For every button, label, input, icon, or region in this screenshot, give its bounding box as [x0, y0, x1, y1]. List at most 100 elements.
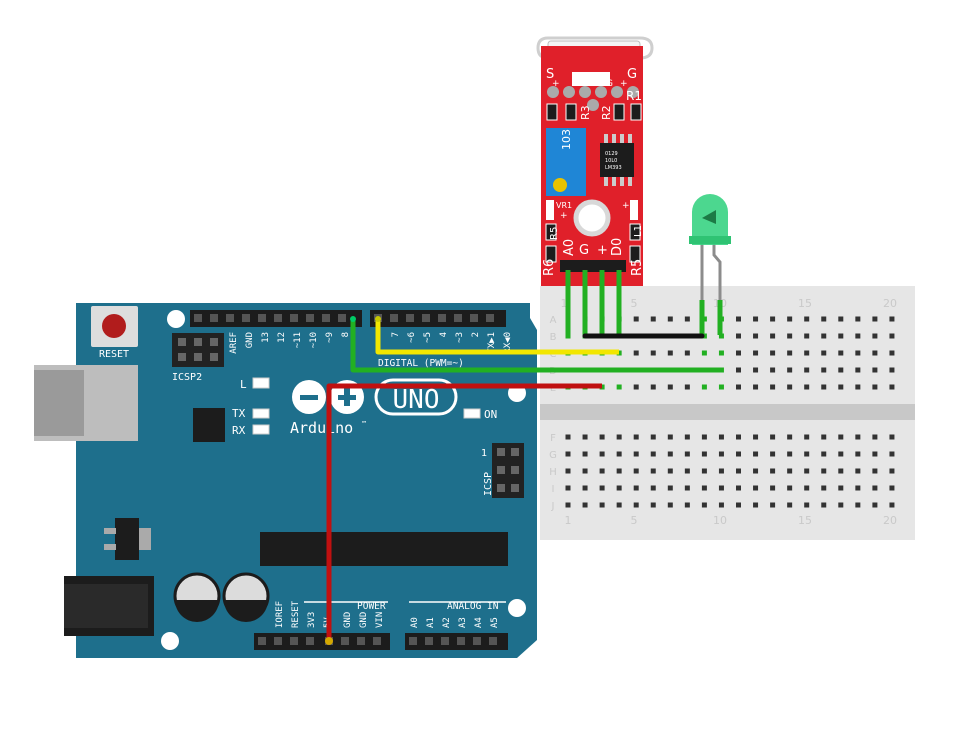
digital-pin-label: ~11 [293, 332, 303, 348]
power-pin-label: RESET [291, 600, 301, 628]
pin-socket [338, 314, 346, 322]
digital-pin-label: GND [245, 332, 255, 348]
breadboard-hole [684, 451, 690, 457]
breadboard-hole [650, 316, 656, 322]
breadboard-hole [718, 485, 724, 491]
breadboard-hole [582, 451, 588, 457]
breadboard-hole [684, 502, 690, 508]
chip-text: 0129 [605, 151, 618, 157]
breadboard-hole [633, 384, 639, 390]
solder-pad [579, 86, 591, 98]
digital-pin-label: ~5 [423, 332, 433, 343]
solder-pad [563, 86, 575, 98]
mounting-hole [573, 199, 611, 237]
smd-resistor [565, 103, 577, 121]
breadboard-hole [753, 502, 759, 508]
smd-resistor [629, 245, 641, 263]
pin-socket [274, 314, 282, 322]
rx-led [252, 424, 270, 435]
breadboard-hole [701, 350, 707, 356]
breadboard-hole [838, 367, 844, 373]
digital-pin-label: 8 [341, 332, 351, 337]
digital-pin-label: AREF [229, 332, 239, 354]
breadboard-hole [770, 316, 776, 322]
smd-resistor [546, 103, 558, 121]
breadboard-hole [838, 384, 844, 390]
d0-label: D0 [610, 238, 625, 256]
led-leg-anode [712, 244, 722, 320]
breadboard-hole [804, 451, 810, 457]
potentiometer: 103 [546, 128, 586, 196]
sensor-s-top-label: S [546, 67, 554, 82]
breadboard-hole [582, 468, 588, 474]
bb-col-number: 20 [883, 297, 897, 310]
breadboard-hole [667, 384, 673, 390]
analog-pin-label: A4 [474, 617, 484, 628]
breadboard-hole [701, 502, 707, 508]
pin-socket [341, 637, 349, 645]
icsp2-header [172, 333, 224, 367]
pin-socket [470, 314, 478, 322]
digital-pin-label: 13 [261, 332, 271, 343]
breadboard-bottom-numbers: 1 5 10 15 20 [565, 514, 898, 527]
reset-button[interactable] [91, 306, 138, 347]
breadboard-hole [616, 350, 622, 356]
bb-col-number: 15 [798, 514, 812, 527]
breadboard-hole [787, 485, 793, 491]
sensor-g-top-label: G [627, 67, 637, 82]
breadboard-hole [821, 434, 827, 440]
board-pcb [76, 303, 537, 658]
solder-pad [611, 86, 623, 98]
breadboard-hole [650, 350, 656, 356]
breadboard-hole [770, 384, 776, 390]
breadboard-hole [718, 451, 724, 457]
breadboard-hole [770, 333, 776, 339]
analog-pin-label: A1 [426, 617, 436, 628]
breadboard-hole [770, 502, 776, 508]
breadboard-hole [633, 316, 639, 322]
analog-pin-label: A5 [490, 617, 500, 628]
trademark-symbol: ™ [362, 420, 366, 428]
pin-socket [441, 637, 449, 645]
breadboard-hole [582, 434, 588, 440]
breadboard-hole [718, 350, 724, 356]
smd-resistor [545, 245, 557, 263]
pin-socket [454, 314, 462, 322]
breadboard-hole [855, 485, 861, 491]
breadboard-hole [787, 384, 793, 390]
breadboard-hole [736, 333, 741, 339]
g-label: G [579, 243, 589, 258]
wire-end [350, 316, 356, 322]
breadboard-hole [872, 316, 878, 322]
breadboard-hole [787, 367, 793, 373]
breadboard-hole [684, 384, 690, 390]
breadboard-hole [667, 451, 673, 457]
breadboard-hole [787, 434, 793, 440]
breadboard-hole [821, 333, 827, 339]
on-led [463, 408, 481, 419]
comparator-chip: 0129 10L0 LM393 [600, 134, 634, 186]
pin-socket [438, 314, 446, 322]
breadboard-hole [889, 451, 895, 457]
power-analog-pin-sockets [258, 637, 497, 645]
wire-green [350, 319, 720, 373]
pin-socket [409, 637, 417, 645]
breadboard-hole [582, 485, 588, 491]
breadboard-hole [616, 468, 622, 474]
analog-pin-label: A3 [458, 617, 468, 628]
bb-row-letter: J [551, 501, 555, 512]
breadboard-hole [804, 384, 810, 390]
pin-socket [406, 314, 414, 322]
breadboard-hole [838, 502, 844, 508]
bb-col-number: 5 [631, 514, 638, 527]
breadboard-hole [855, 502, 861, 508]
breadboard-hole [838, 485, 844, 491]
breadboard-hole [838, 333, 844, 339]
pin-socket [226, 314, 234, 322]
reset-label: RESET [99, 349, 129, 360]
breadboard-hole [787, 350, 793, 356]
breadboard-hole [872, 367, 878, 373]
on-led-label: ON [484, 408, 497, 421]
arduino-label: Arduino [290, 419, 353, 437]
breadboard-hole [753, 485, 759, 491]
